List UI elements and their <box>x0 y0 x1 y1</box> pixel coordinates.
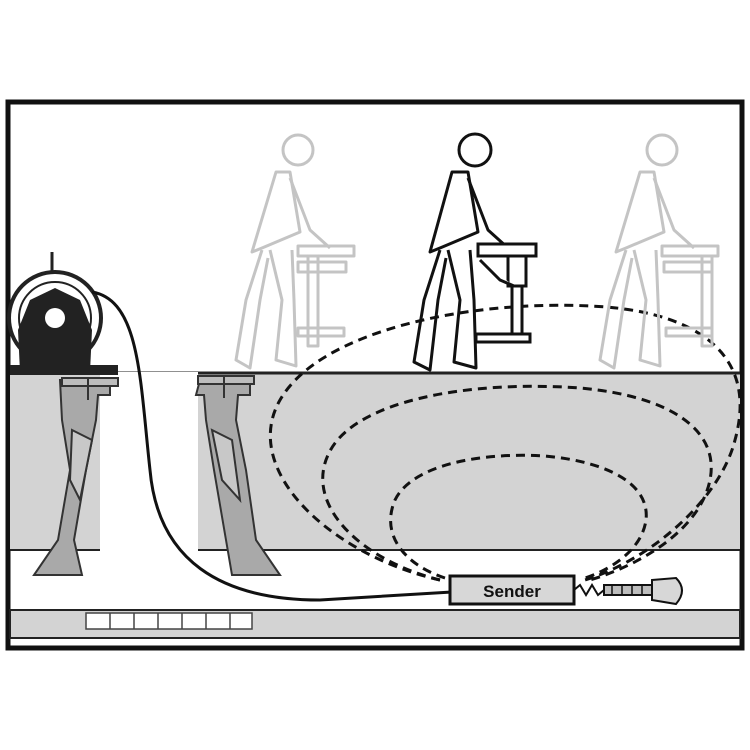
sender-body <box>448 574 576 606</box>
locator-receiver-icon <box>474 242 538 344</box>
floor-grate <box>85 612 253 630</box>
field-line-middle <box>321 384 713 582</box>
operator-faded-left <box>234 133 356 370</box>
access-shaft-left-wall <box>32 377 119 576</box>
sender-unit: Sender <box>448 574 605 606</box>
operator-faded-right <box>598 133 720 370</box>
field-line-outer <box>268 303 742 582</box>
ground-section <box>10 371 740 552</box>
sender-label: Sender <box>483 582 541 601</box>
field-line-inner <box>389 453 648 580</box>
push-cable <box>91 290 453 602</box>
access-shaft-right-wall <box>194 375 282 576</box>
operator-active <box>412 132 510 372</box>
pipe-floor <box>9 609 741 639</box>
field-lines <box>268 303 742 582</box>
camera-head-icon <box>603 576 683 606</box>
cable-reel-icon <box>7 252 118 375</box>
